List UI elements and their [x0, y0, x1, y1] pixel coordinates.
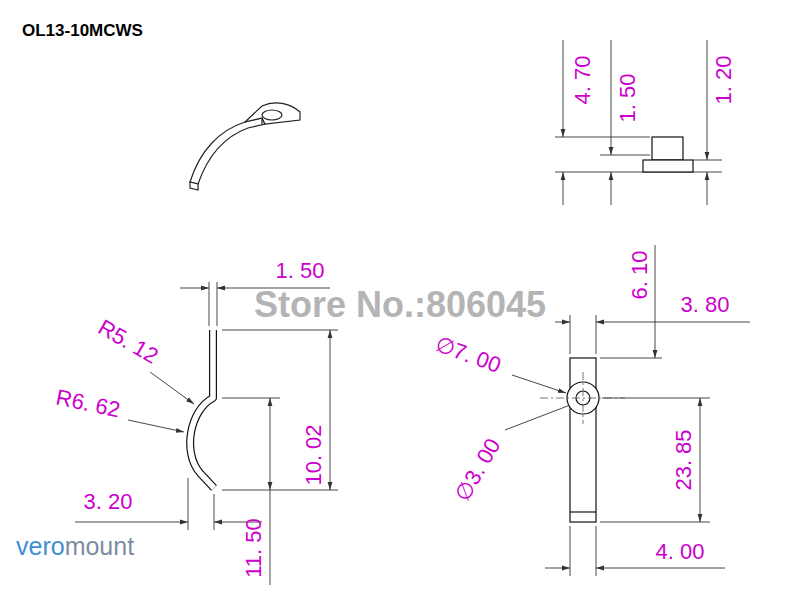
side-view-part	[190, 330, 214, 488]
dimension: 1. 50	[276, 260, 325, 282]
top-view-dims	[555, 40, 722, 205]
dimension: 4. 70	[572, 56, 594, 105]
dimension: 3. 20	[84, 491, 133, 513]
radius-dimension: R5. 12	[94, 316, 161, 367]
dimension: 23. 85	[673, 429, 695, 490]
watermark: Store No.:806045	[254, 287, 546, 323]
front-view-part	[567, 358, 599, 522]
dimension: 6. 10	[629, 251, 651, 300]
part-title: OL13-10MCWS	[22, 22, 143, 39]
dimension: 11. 50	[243, 518, 265, 578]
dimension: 1. 20	[713, 56, 735, 105]
dimension: 3. 80	[681, 294, 730, 316]
center-lines	[540, 372, 625, 424]
logo-text: vero	[16, 534, 65, 559]
radius-dimension: R6. 62	[54, 387, 122, 422]
logo-text: mount	[65, 534, 134, 559]
dimension: 10. 02	[303, 424, 325, 485]
diameter-dimension: ∅7. 00	[432, 333, 503, 377]
diameter-dimension: ∅3. 00	[451, 435, 504, 505]
iso-sketch	[190, 103, 300, 190]
dimension: 4. 00	[656, 541, 705, 563]
top-view-part	[643, 137, 693, 172]
dimension: 1. 50	[617, 74, 639, 123]
